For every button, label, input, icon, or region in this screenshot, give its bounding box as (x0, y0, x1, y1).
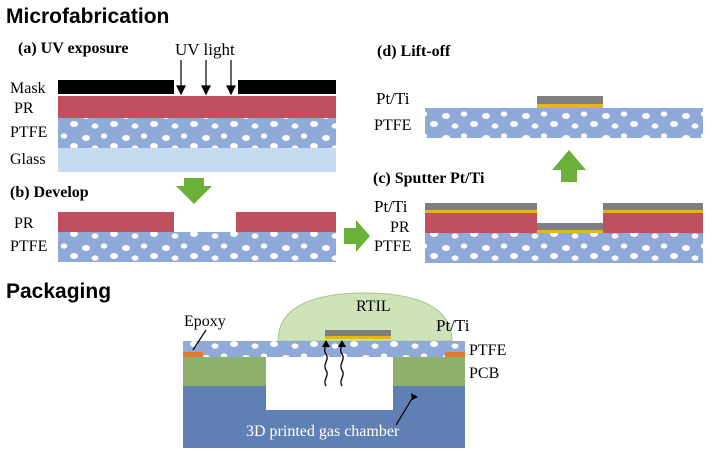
epoxy-right (445, 352, 465, 357)
mask-label: Mask (10, 80, 46, 97)
pcb-right (393, 357, 465, 386)
gas-chamber-label: 3D printed gas chamber (246, 423, 400, 440)
glass-label: Glass (10, 151, 46, 168)
step-title-sputter: (c) Sputter Pt/Ti (373, 170, 485, 187)
ti-film-pkg (325, 336, 391, 339)
chamber-leader-line (395, 396, 414, 426)
pcb-left (183, 357, 266, 386)
uv-light-label: UV light (175, 40, 235, 59)
ptfe-pores-c (425, 233, 703, 263)
pr-layer-a (58, 96, 336, 118)
ptfe-pores-d (425, 108, 703, 138)
pr-left-c (425, 213, 537, 233)
arrow-right-icon (344, 220, 370, 252)
mask-left (58, 80, 174, 94)
pt-ti-label-d: Pt/Ti (376, 89, 410, 108)
step-title-develop: (b) Develop (10, 184, 89, 201)
epoxy-label: Epoxy (184, 313, 226, 330)
ti-film-right-c (603, 210, 703, 213)
section-title-microfabrication: Microfabrication (6, 5, 169, 28)
epoxy-leader-line (192, 329, 207, 351)
pt-film-pkg (325, 330, 391, 336)
pr-label-a: PR (14, 100, 34, 117)
pr-label-c: PR (390, 219, 410, 236)
ptfe-label-c: PTFE (374, 238, 411, 255)
epoxy-left (183, 352, 203, 357)
ptfe-label-a: PTFE (10, 124, 47, 141)
section-title-packaging: Packaging (6, 280, 111, 303)
step-title-uv-exposure: (a) UV exposure (18, 40, 129, 57)
uv-arrows (176, 60, 236, 96)
pt-ti-label-pkg: Pt/Ti (436, 316, 470, 335)
ptfe-label-pkg: PTFE (469, 342, 506, 359)
arrow-up-icon (552, 150, 586, 182)
pr-left-b (58, 212, 174, 232)
pt-film-d (537, 96, 603, 104)
pr-right-b (236, 212, 336, 232)
pr-label-b: PR (14, 215, 34, 232)
pt-film-left-c (425, 203, 537, 210)
ptfe-pores-b (58, 232, 336, 262)
pt-film-center-c (537, 223, 603, 230)
rtil-droplet (277, 292, 453, 342)
mask-right (238, 80, 336, 94)
pr-right-c (603, 213, 703, 233)
chamber-leader-arrowhead (411, 393, 418, 400)
ptfe-label-b: PTFE (10, 238, 47, 255)
ti-film-left-c (425, 210, 537, 213)
ptfe-pores-a (58, 118, 336, 148)
rtil-label: RTIL (356, 298, 391, 315)
gas-chamber (183, 386, 465, 448)
glass-layer (58, 148, 336, 172)
ptfe-membrane-pores (183, 341, 465, 357)
pcb-label: PCB (469, 365, 499, 382)
arrow-down-icon (176, 178, 212, 204)
ptfe-label-d: PTFE (374, 117, 411, 134)
step-title-liftoff: (d) Lift-off (377, 43, 451, 60)
pt-film-right-c (603, 203, 703, 210)
ti-film-center-c (537, 230, 603, 233)
pt-ti-label-c: Pt/Ti (374, 197, 408, 216)
gas-diffusion-squiggles (322, 340, 346, 387)
ti-film-d (537, 104, 603, 108)
